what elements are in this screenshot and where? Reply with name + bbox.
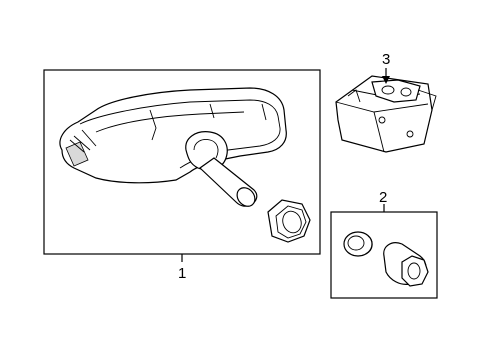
tire-pressure-sensor — [59, 87, 311, 243]
callout-1: 1 — [178, 265, 186, 282]
grommet-seal — [343, 231, 373, 257]
tpms-receiver-module — [335, 75, 437, 153]
valve-nut — [383, 242, 429, 287]
leader-arrow-3 — [382, 76, 390, 84]
callout-2: 2 — [379, 189, 387, 206]
callout-3: 3 — [382, 51, 390, 68]
hex-nut — [267, 199, 311, 243]
